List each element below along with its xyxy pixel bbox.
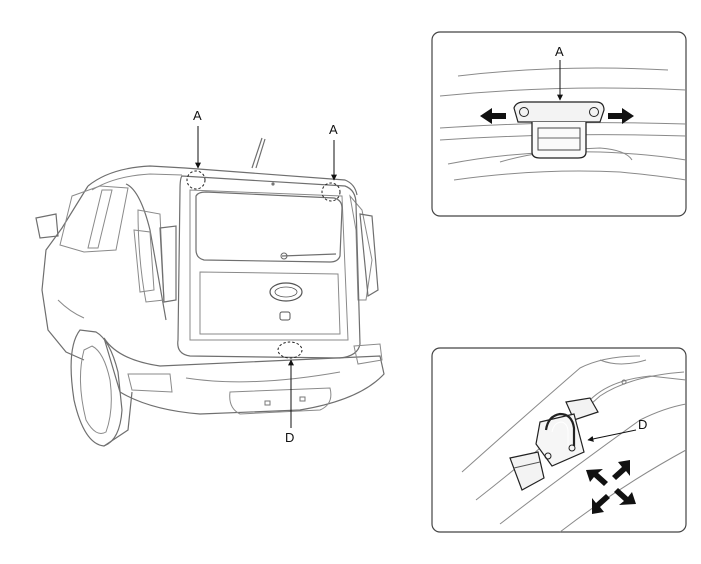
callout-a-right: A (329, 122, 338, 137)
detail-callout-a: A (555, 44, 564, 59)
arrow-up-right-icon (612, 460, 630, 480)
arrow-left-icon (480, 108, 506, 124)
callout-d-bottom: D (285, 430, 294, 445)
arrow-down-right-icon (614, 488, 636, 505)
clip-location-circle-left (186, 170, 206, 190)
arrow-down-left-icon (592, 494, 610, 514)
arrow-up-left-icon (586, 469, 608, 486)
car-rear-view (35, 137, 385, 447)
detail-panel-a (431, 31, 687, 217)
detail-callout-d: D (638, 417, 647, 432)
clip-location-circle-bottom (277, 341, 303, 359)
clip-location-circle-right (321, 182, 341, 202)
callout-a-left: A (193, 108, 202, 123)
arrow-right-icon (608, 108, 634, 124)
detail-panel-d (431, 347, 687, 533)
